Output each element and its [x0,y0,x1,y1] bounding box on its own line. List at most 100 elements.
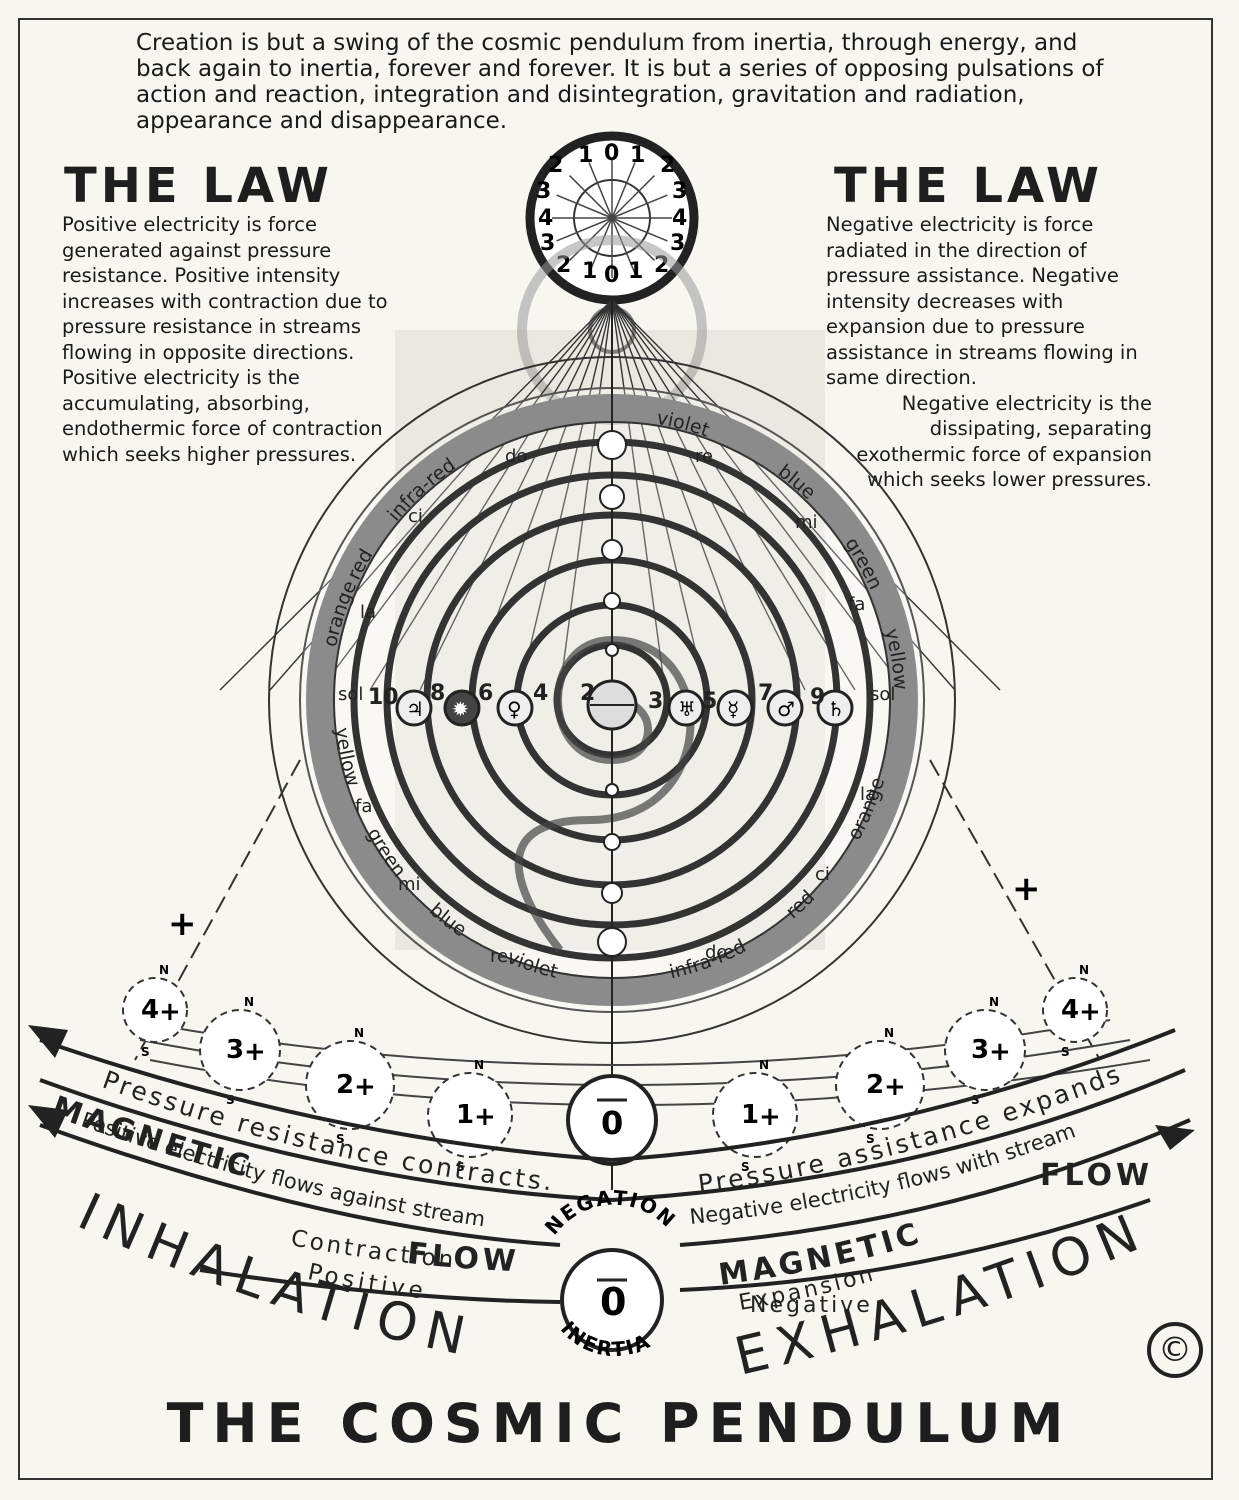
dial-number: 2 [660,153,675,178]
plus-sign-icon: + [884,1072,906,1102]
planet-number: 8 [430,681,445,706]
dial-number: 1 [630,143,645,168]
law-right-text-b: Negative electricity is the dissipating,… [856,391,1152,492]
pole-label: S [866,1132,875,1146]
top-dial: 2 3 4 3 2 1 0 1 2 3 4 3 2 1 0 1 [525,131,699,305]
note-label: fa [848,594,865,615]
axis-nodes [597,430,627,957]
center-octave-number: 0 [601,1104,623,1142]
pole-label: N [354,1026,364,1040]
pole-label: N [1079,963,1089,977]
axis-node [601,882,623,904]
flow-band-edge [39,1078,613,1202]
inertia-symbol: 0 [600,1280,626,1324]
planet-row: ♃ ✹ ♀ ♅ ☿ ♂ ♄ [395,679,854,731]
axis-node [597,430,627,460]
law-right-title: THE LAW [834,158,1103,214]
flow-band-edge [679,1198,1151,1292]
flow-band-edge [611,1068,1186,1202]
dial-spoke [611,162,636,219]
note-label: la [360,602,376,623]
plus-sign-icon: + [759,1102,781,1132]
dial-spoke [556,194,613,219]
page-frame [18,18,1213,1480]
note-label: do [705,942,727,963]
plus-sign-icon: + [168,904,197,944]
note-label: mi [795,512,818,533]
planet-number: 6 [478,681,493,706]
octave-circle [712,1072,798,1158]
dial-number: 0 [604,263,619,288]
pole-label: S [1061,1045,1070,1059]
fan-ray [611,299,706,691]
note-label: ci [815,864,830,885]
axis-node [605,783,619,797]
planet-symbol: ✹ [452,697,469,721]
negation-label: NEGATION [540,1185,680,1239]
planet-venus-icon [496,689,534,727]
fan-ray [559,299,613,691]
planet-number: 7 [758,681,773,706]
octave-number: 2 [336,1070,354,1100]
fan-ray [369,299,613,691]
intro-text: Creation is but a swing of the cosmic pe… [136,30,1104,134]
plus-sign-icon: + [989,1037,1011,1067]
bottom-title: THE COSMIC PENDULUM [166,1392,1073,1455]
dial-number: 1 [628,259,643,284]
pole-label: N [474,1058,484,1072]
note-labels: do ci la sol fa mi re re mi fa sol la ci… [338,446,895,967]
flow-band-edge [199,1268,561,1304]
inertia-circle [560,1248,664,1352]
pole-label: S [336,1132,345,1146]
planet-mars-icon [766,689,804,727]
flow-band-edge [679,1118,1191,1247]
planet-sun-icon [443,689,481,727]
note-label: fa [355,796,372,817]
flow-band-edge [39,1123,561,1247]
band-text: Negative [750,1293,873,1318]
planet-number: 5 [702,689,717,714]
law-right-text: Negative electricity is force radiated i… [826,212,1166,493]
pendulum-line-left [134,759,301,1061]
pole-label: S [456,1160,465,1174]
planet-jupiter-icon [395,689,433,727]
arrow-head-right-icon [1155,1125,1195,1150]
octave-number: 3 [226,1035,244,1065]
dial-number: 4 [538,206,553,231]
pole-label: S [971,1093,980,1107]
law-left-title: THE LAW [64,158,333,214]
note-label: mi [398,874,421,895]
octave-number: 1 [456,1100,474,1130]
axis-node [597,927,627,957]
dial-number: 3 [536,179,551,204]
note-label: sol [338,684,363,705]
pole-label: N [989,995,999,1009]
planet-symbol: ♂ [777,697,795,721]
dial-number: 3 [540,231,555,256]
pole-label: N [159,963,169,977]
planet-number: 2 [580,681,595,706]
planet-symbol: ♅ [678,697,696,721]
dial-number: 4 [672,206,687,231]
planet-numbers: 10 8 6 4 2 3 5 7 9 [368,681,825,714]
octave-circle [835,1040,925,1130]
dial-number: 3 [670,231,685,256]
band-text: FLOW [1040,1158,1153,1193]
law-right-text-a: Negative electricity is force radiated i… [826,213,1138,389]
octave-number: 3 [971,1035,989,1065]
planet-symbol: ♄ [827,697,845,721]
dial-number: 0 [604,141,619,166]
fan-ray [519,299,613,691]
planet-symbol: ♀ [507,697,522,721]
octave-circle [944,1009,1026,1091]
dial-spoke [611,217,668,242]
flow-band-edge [611,1028,1176,1162]
octave-connector [895,820,1075,978]
octave-number: 1 [741,1100,759,1130]
octave-circle [427,1072,513,1158]
dial-spoke [611,194,668,219]
plus-sign-icon: + [354,1072,376,1102]
dial-spoke [569,175,613,219]
plus-sign-icon: + [474,1102,496,1132]
